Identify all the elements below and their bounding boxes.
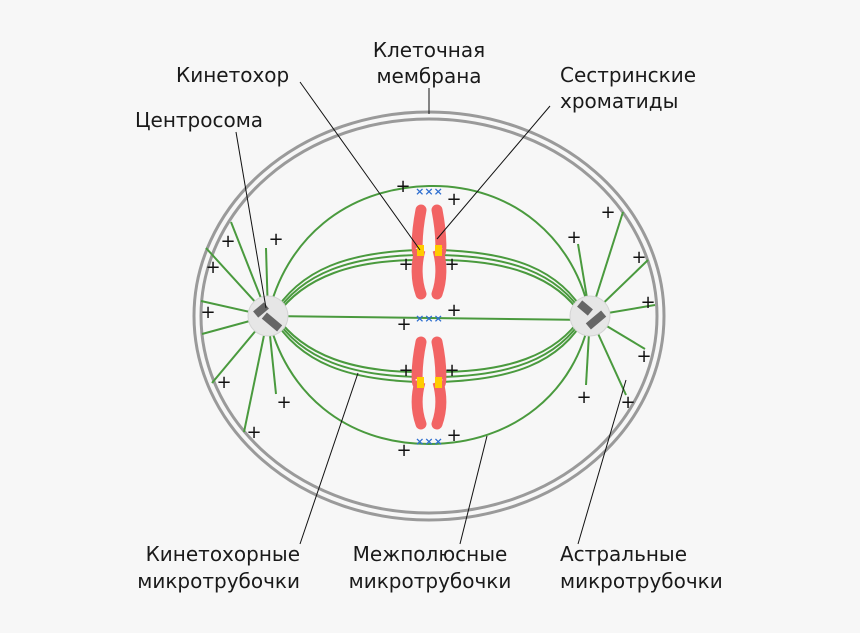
centrosome-right: [569, 295, 611, 337]
plus-end-markers: + + + + + + + + + + + + + + + + + + + + …: [200, 176, 655, 461]
labels: Клеточная мембрана Кинетохор Сестринские…: [135, 38, 723, 593]
leader-lines: [235, 81, 627, 545]
label-centrosome: Центросома: [135, 108, 263, 132]
label-interpolar-mt-line2: микротрубочки: [349, 569, 512, 593]
plus-sign: +: [620, 392, 635, 413]
plus-sign: +: [640, 292, 655, 313]
crosslink-mark: ×××: [415, 312, 443, 325]
kinetochore-microtubules: [271, 249, 587, 383]
plus-sign: +: [600, 202, 615, 223]
chromosome-lower: [411, 336, 447, 430]
crosslinks: ××× ××× ×××: [415, 185, 443, 448]
plus-sign: +: [444, 360, 459, 381]
plus-sign: +: [446, 300, 461, 321]
label-sister-chromatids-line1: Сестринские: [560, 63, 696, 87]
kinetochore-marker: [417, 245, 424, 256]
label-kinetochore-mt-line2: микротрубочки: [137, 569, 300, 593]
label-astral-mt-line1: Астральные: [560, 542, 687, 566]
interpolar-microtubules: [267, 184, 591, 446]
leader-astral-mt: [577, 379, 627, 545]
plus-sign: +: [396, 314, 411, 335]
leader-interpolar-mt: [459, 435, 488, 545]
plus-sign: +: [398, 254, 413, 275]
plus-sign: +: [395, 176, 410, 197]
crosslink-mark: ×××: [415, 435, 443, 448]
label-kinetochore: Кинетохор: [176, 63, 289, 87]
plus-sign: +: [636, 346, 651, 367]
label-sister-chromatids-line2: хроматиды: [560, 89, 678, 113]
leader-kinetochore: [299, 81, 421, 251]
plus-sign: +: [566, 227, 581, 248]
plus-sign: +: [200, 302, 215, 323]
label-kinetochore-mt-line1: Кинетохорные: [146, 542, 300, 566]
kinetochore-marker: [435, 245, 442, 256]
plus-sign: +: [446, 425, 461, 446]
plus-sign: +: [446, 189, 461, 210]
centrosome-left: [247, 295, 289, 337]
plus-sign: +: [216, 372, 231, 393]
plus-sign: +: [444, 254, 459, 275]
kinetochore-marker: [435, 377, 442, 388]
label-astral-mt-line2: микротрубочки: [560, 569, 723, 593]
plus-sign: +: [398, 360, 413, 381]
crosslink-mark: ×××: [415, 185, 443, 198]
plus-sign: +: [205, 257, 220, 278]
label-interpolar-mt-line1: Межполюсные: [353, 542, 508, 566]
plus-sign: +: [631, 247, 646, 268]
plus-sign: +: [268, 229, 283, 250]
label-membrane-line1: Клеточная: [373, 38, 485, 62]
plus-sign: +: [396, 440, 411, 461]
plus-sign: +: [576, 387, 591, 408]
plus-sign: +: [220, 231, 235, 252]
leader-kinetochore-mt: [299, 372, 359, 545]
plus-sign: +: [246, 422, 261, 443]
chromosome-upper: [411, 204, 447, 300]
kinetochore-marker: [417, 377, 424, 388]
leader-sister-chromatids: [436, 105, 551, 240]
plus-sign: +: [276, 392, 291, 413]
leader-centrosome: [235, 131, 267, 309]
label-membrane-line2: мембрана: [376, 64, 481, 88]
